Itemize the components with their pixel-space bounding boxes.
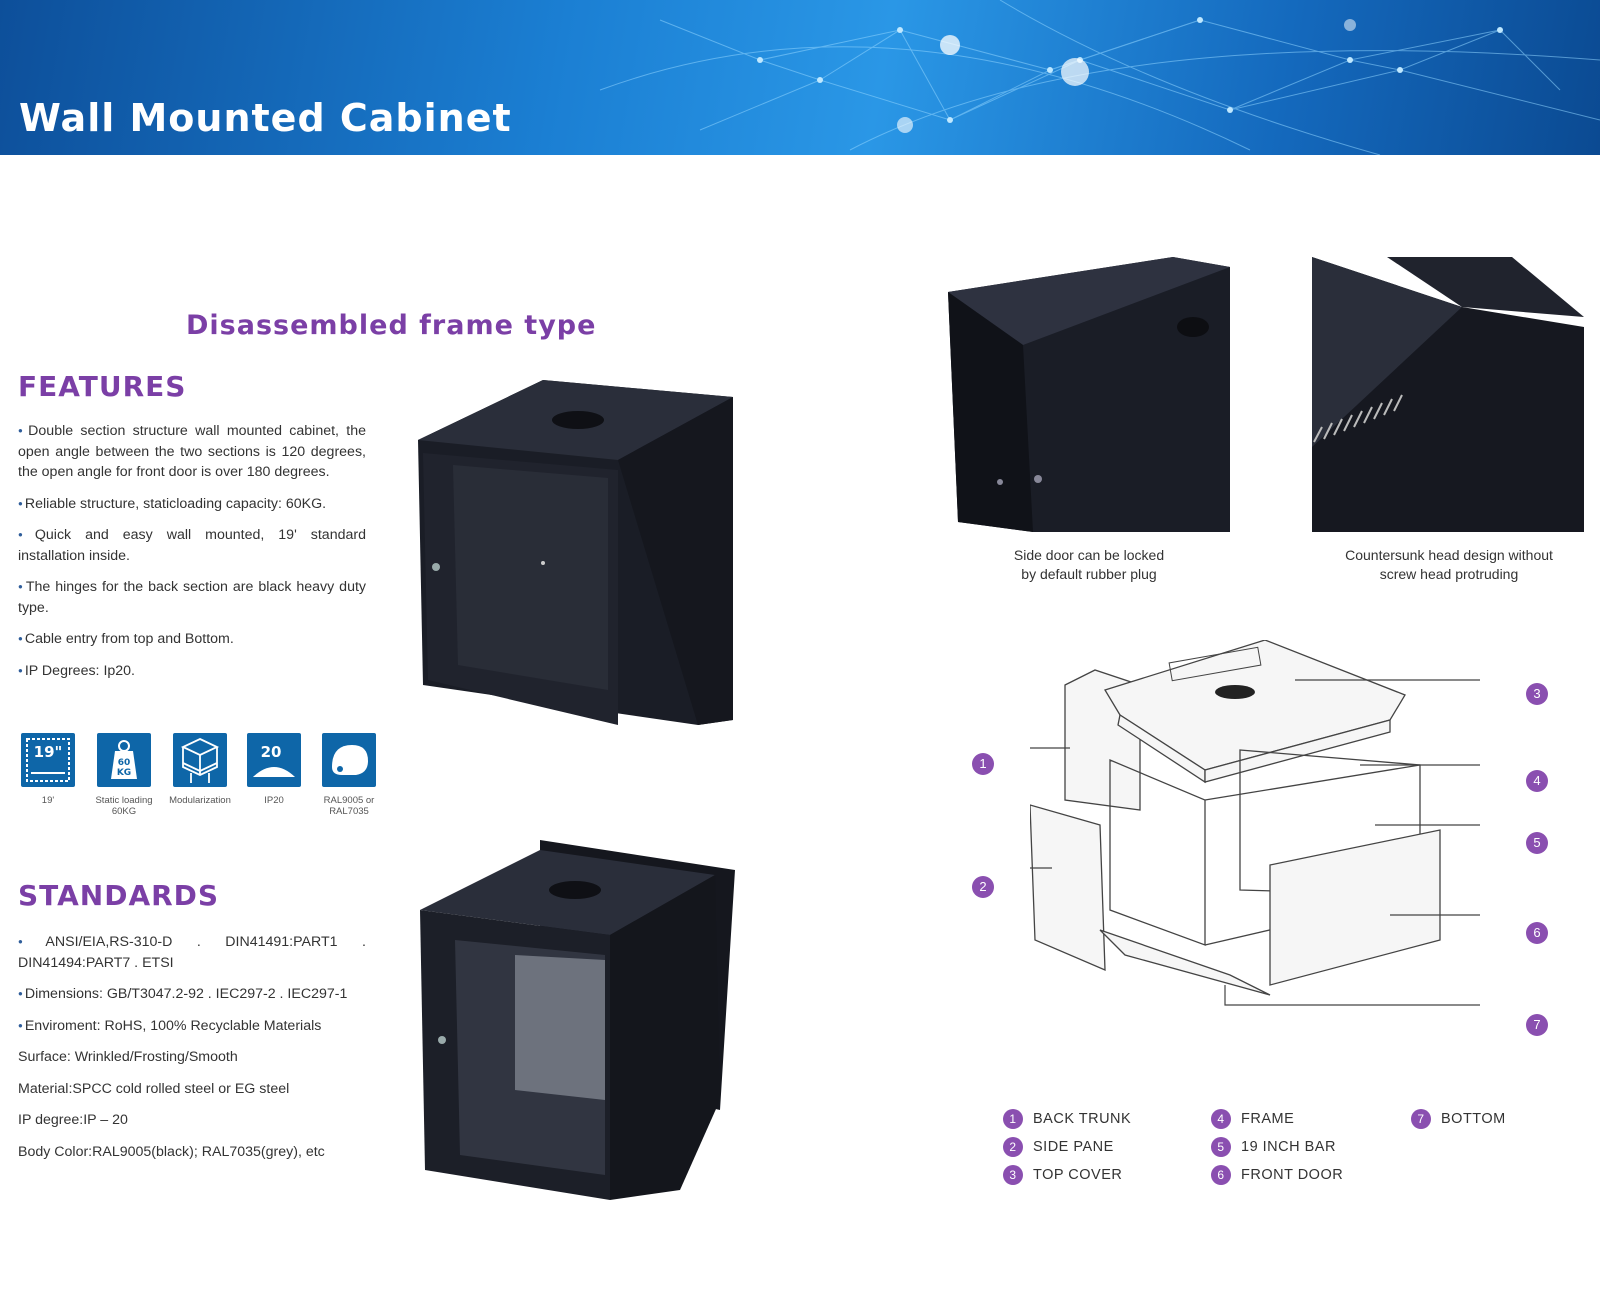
rack-19-glyph: 19" [34,743,63,761]
feature-item: IP Degrees: Ip20. [18,661,366,682]
features-heading: FEATURES [18,370,187,403]
color-icon [322,733,376,787]
cabinet-closed-photo [418,380,733,725]
legend-label: 19 INCH BAR [1241,1139,1336,1155]
legend-item: 2 SIDE PANE [1003,1136,1114,1158]
icon-label: RAL9005 or RAL7035 [323,795,375,817]
legend-item: 7 BOTTOM [1411,1108,1506,1130]
legend-label: SIDE PANE [1033,1139,1114,1155]
rack-19-icon: 19" [21,733,75,787]
feature-item: Reliable structure, staticloading capaci… [18,494,366,515]
cabinet-open-photo [420,840,735,1200]
legend-item: 5 19 INCH BAR [1211,1136,1336,1158]
svg-text:KG: KG [117,768,131,778]
legend-item: 4 FRAME [1211,1108,1294,1130]
ip-rating-glyph: 20 [261,743,282,761]
exploded-view-diagram [1030,640,1480,1006]
spec-icons: 19" 60 KG 20 19' Static loading 60KG Mod… [18,733,378,823]
icon-label: Modularization [169,795,231,806]
legend-item: 1 BACK TRUNK [1003,1108,1131,1130]
icon-label: IP20 [264,795,284,806]
legend-number: 6 [1211,1165,1231,1185]
callout-4: 4 [1526,770,1548,792]
legend-number: 7 [1411,1109,1431,1129]
network-lines-graphic [599,0,1600,155]
icon-label: 19' [41,795,55,806]
standard-item: Dimensions: GB/T3047.2-92 . IEC297-2 . I… [18,984,366,1005]
standards-list: ANSI/EIA,RS-310-D . DIN41491:PART1 . DIN… [18,932,366,1173]
legend-label: FRONT DOOR [1241,1167,1344,1183]
legend-label: BACK TRUNK [1033,1111,1132,1127]
callout-2: 2 [972,876,994,898]
legend-label: BOTTOM [1441,1111,1506,1127]
standard-item: IP degree:IP – 20 [18,1112,128,1128]
side-door-detail-photo [948,257,1230,532]
callout-6: 6 [1526,922,1548,944]
standard-item: Body Color:RAL9005(black); RAL7035(grey)… [18,1143,325,1160]
ip-rating-icon: 20 [247,733,301,787]
feature-item: Cable entry from top and Bottom. [18,629,366,650]
standards-heading: STANDARDS [18,879,220,912]
legend-label: FRAME [1241,1111,1295,1127]
standard-item: Enviroment: RoHS, 100% Recyclable Materi… [18,1016,366,1037]
page-title: Wall Mounted Cabinet [19,96,512,140]
caption-side-door-text: Side door can be locked by default rubbe… [1013,547,1165,582]
features-list: Double section structure wall mounted ca… [18,421,366,692]
modules-icon [173,733,227,787]
callout-1: 1 [972,753,994,775]
standard-item: Material:SPCC cold rolled steel or EG st… [18,1080,290,1097]
legend-number: 4 [1211,1109,1231,1129]
legend-number: 5 [1211,1137,1231,1157]
callout-5: 5 [1526,832,1548,854]
standard-item: Surface: Wrinkled/Frosting/Smooth [18,1049,238,1065]
caption-side-door: Side door can be locked by default rubbe… [939,546,1239,584]
legend-number: 1 [1003,1109,1023,1129]
legend-item: 3 TOP COVER [1003,1164,1122,1186]
header-banner: Wall Mounted Cabinet [0,0,1600,155]
caption-countersunk-text: Countersunk head design without screw he… [1345,547,1553,582]
feature-item: Quick and easy wall mounted, 19' standar… [18,525,366,566]
feature-item: The hinges for the back section are blac… [18,577,366,618]
weight-icon: 60 KG [97,733,151,787]
svg-text:60: 60 [118,758,131,768]
subtitle: Disassembled frame type [186,310,597,341]
caption-countersunk: Countersunk head design without screw he… [1299,546,1599,584]
standard-item: ANSI/EIA,RS-310-D . DIN41491:PART1 . DIN… [18,932,366,973]
legend-item: 6 FRONT DOOR [1211,1164,1343,1186]
countersunk-detail-photo [1312,257,1584,532]
callout-3: 3 [1526,683,1548,705]
parts-legend: 1 BACK TRUNK 2 SIDE PANE 3 TOP COVER 4 F… [1003,1108,1563,1208]
legend-number: 3 [1003,1165,1023,1185]
legend-label: TOP COVER [1033,1167,1123,1183]
callout-7: 7 [1526,1014,1548,1036]
feature-item: Double section structure wall mounted ca… [18,421,366,483]
icon-label: Static loading 60KG [95,795,153,817]
legend-number: 2 [1003,1137,1023,1157]
